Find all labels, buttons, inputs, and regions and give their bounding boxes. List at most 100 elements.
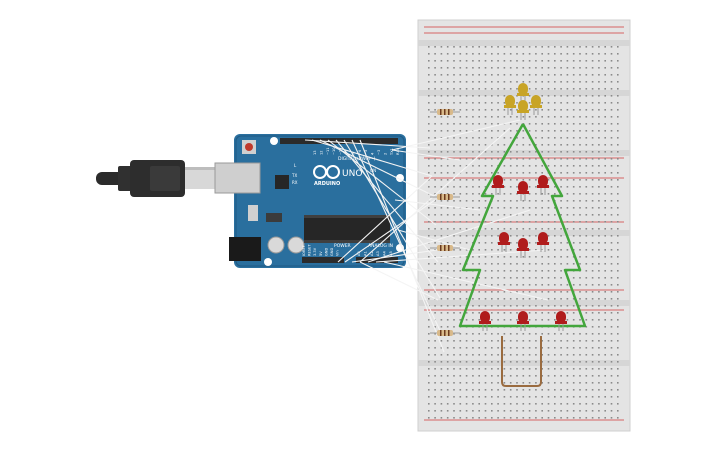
breadboard-hole xyxy=(598,361,600,363)
breadboard-hole xyxy=(459,382,462,384)
breadboard[interactable] xyxy=(417,19,631,432)
breadboard-hole xyxy=(465,214,468,216)
tree-wire[interactable] xyxy=(458,123,587,328)
led[interactable] xyxy=(492,175,504,195)
jumper-wire[interactable] xyxy=(359,127,511,263)
breadboard-hole xyxy=(478,242,480,244)
led[interactable] xyxy=(504,95,516,115)
jumper-wire[interactable] xyxy=(359,139,445,353)
breadboard-hole xyxy=(472,403,474,405)
breadboard-hole xyxy=(617,347,619,349)
jumper-wire[interactable] xyxy=(304,139,431,149)
breadboard-hole xyxy=(585,354,588,356)
breadboard-hole xyxy=(560,368,562,370)
breadboard-hole xyxy=(434,158,436,160)
led[interactable] xyxy=(555,311,567,331)
breadboard-hole xyxy=(453,221,455,223)
breadboard-hole xyxy=(434,382,436,384)
breadboard-hole xyxy=(579,172,581,174)
jumper-wire[interactable] xyxy=(391,149,461,161)
led[interactable] xyxy=(498,232,510,252)
breadboard-hole xyxy=(535,375,537,377)
arduino-logo-text: ARDUINO xyxy=(314,181,340,187)
resistor-band xyxy=(440,245,442,251)
breadboard-hole xyxy=(453,340,455,342)
breadboard-hole xyxy=(541,95,543,97)
power-pin-label: Vin xyxy=(336,250,340,256)
breadboard-hole xyxy=(434,193,436,195)
breadboard-hole xyxy=(459,347,462,349)
jumper-wire[interactable] xyxy=(367,209,531,263)
jumper-wires[interactable] xyxy=(304,119,549,353)
breadboard-hole xyxy=(591,256,594,258)
digital-pin-label: ~3 xyxy=(377,150,381,155)
breadboard-hole xyxy=(465,144,468,146)
breadboard-hole xyxy=(472,193,474,195)
breadboard-hole xyxy=(598,60,600,62)
arduino-uno-board[interactable]: ARDUINO UNO DIGITAL (PWM~) POWER ANALOG … xyxy=(214,134,406,268)
breadboard-hole xyxy=(459,312,462,314)
breadboard-hole xyxy=(547,284,550,286)
led[interactable] xyxy=(517,181,529,201)
breadboard-hole xyxy=(617,326,619,328)
digital-header[interactable] xyxy=(280,138,398,144)
analog-header[interactable] xyxy=(356,257,398,263)
breadboard-hole xyxy=(566,186,569,188)
breadboard-hole xyxy=(503,382,506,384)
brown-wire[interactable] xyxy=(501,336,542,387)
breadboard-hole xyxy=(453,186,455,188)
breadboard-hole xyxy=(604,53,606,55)
breadboard-hole xyxy=(541,109,543,111)
breadboard-hole xyxy=(541,410,543,412)
breadboard-hole xyxy=(610,235,613,237)
led[interactable] xyxy=(479,311,491,331)
led[interactable] xyxy=(537,175,549,195)
breadboard-hole xyxy=(516,361,518,363)
breadboard-hole xyxy=(572,165,575,167)
breadboard-hole xyxy=(610,81,613,83)
led[interactable] xyxy=(530,95,542,115)
breadboard-hole xyxy=(503,396,506,398)
jumper-wire[interactable] xyxy=(344,199,436,263)
jumper-wire[interactable] xyxy=(351,249,438,263)
breadboard-hole xyxy=(446,172,449,174)
led[interactable] xyxy=(537,232,549,252)
breadboard-hole xyxy=(604,354,606,356)
jumper-wire[interactable] xyxy=(383,261,549,301)
power-header[interactable] xyxy=(302,257,344,263)
jumper-wire[interactable] xyxy=(397,229,471,251)
breadboard-hole xyxy=(541,312,543,314)
jumper-wire[interactable] xyxy=(391,119,521,151)
jumper-wire[interactable] xyxy=(337,175,433,263)
breadboard-hole xyxy=(509,228,512,230)
led[interactable] xyxy=(517,311,529,331)
breadboard-hole xyxy=(585,235,588,237)
jumper-wire[interactable] xyxy=(359,261,439,301)
breadboard-hole xyxy=(453,116,455,118)
jumper-wire[interactable] xyxy=(335,139,439,263)
breadboard-hole xyxy=(434,256,436,258)
led[interactable] xyxy=(517,238,529,258)
jumper-wire[interactable] xyxy=(394,199,481,211)
breadboard-hole xyxy=(522,298,525,300)
breadboard-divider xyxy=(418,300,630,306)
breadboard-hole xyxy=(478,291,480,293)
breadboard-hole xyxy=(491,333,493,335)
breadboard-hole xyxy=(478,263,480,265)
breadboard-hole xyxy=(522,179,525,181)
breadboard-hole xyxy=(440,396,443,398)
jumper-wire[interactable] xyxy=(375,249,546,263)
breadboard-hole xyxy=(522,228,525,230)
breadboard-hole xyxy=(617,354,619,356)
breadboard-hole xyxy=(465,403,468,405)
breadboard-hole xyxy=(465,396,468,398)
jumper-wire[interactable] xyxy=(351,139,443,336)
breadboard-hole xyxy=(547,193,550,195)
breadboard-hole xyxy=(453,235,455,237)
usb-cable[interactable] xyxy=(96,160,215,197)
breadboard-hole xyxy=(516,235,518,237)
breadboard-hole xyxy=(617,193,619,195)
led[interactable] xyxy=(517,100,529,120)
breadboard-hole xyxy=(522,60,525,62)
